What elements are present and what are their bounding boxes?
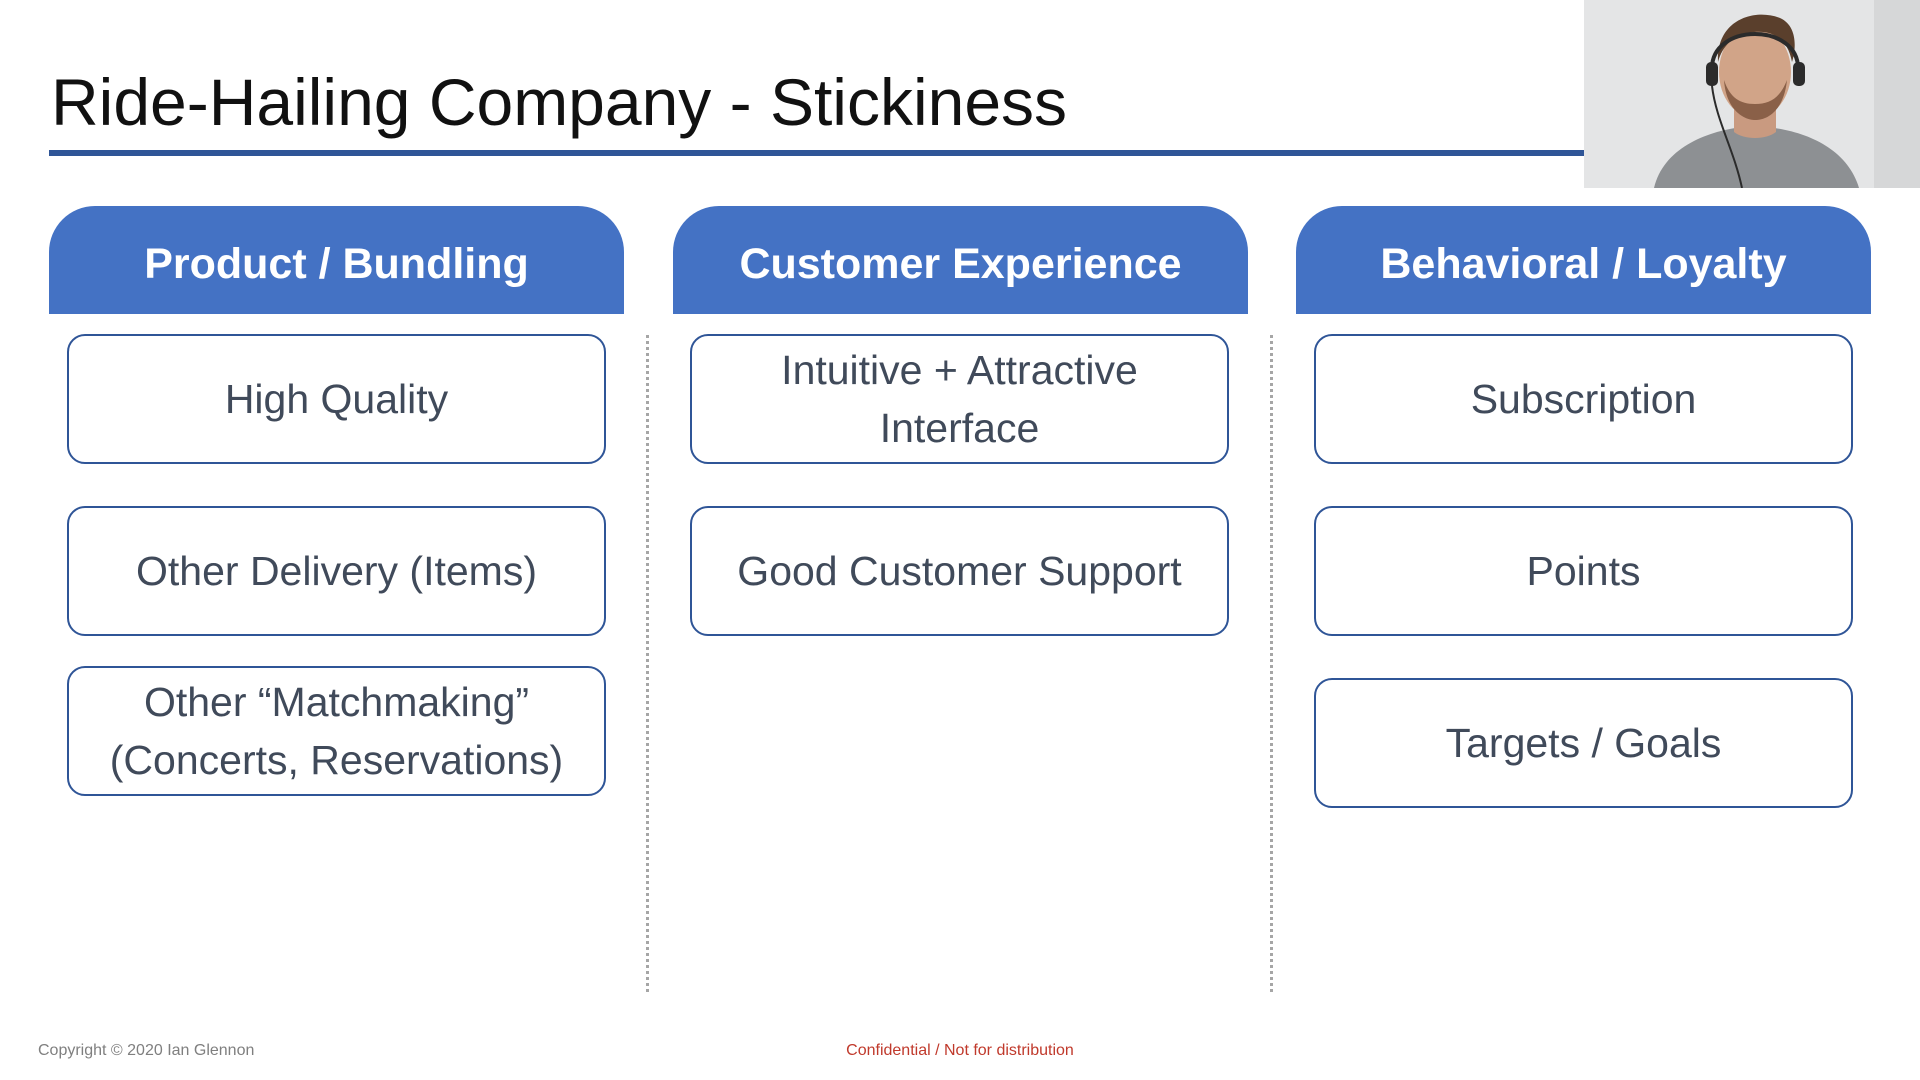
card-other-matchmaking: Other “Matchmaking” (Concerts, Reservati… xyxy=(67,666,606,796)
presenter-webcam[interactable] xyxy=(1584,0,1920,188)
slide-title: Ride-Hailing Company - Stickiness xyxy=(51,65,1068,139)
column-divider xyxy=(1270,335,1273,992)
card-subscription: Subscription xyxy=(1314,334,1853,464)
confidential-footer: Confidential / Not for distribution xyxy=(846,1042,1074,1059)
column-header-product-bundling: Product / Bundling xyxy=(49,206,624,314)
column-header-customer-experience: Customer Experience xyxy=(673,206,1248,314)
card-points: Points xyxy=(1314,506,1853,636)
card-targets-goals: Targets / Goals xyxy=(1314,678,1853,808)
column-divider xyxy=(646,335,649,992)
card-customer-support: Good Customer Support xyxy=(690,506,1229,636)
copyright-footer: Copyright © 2020 Ian Glennon xyxy=(38,1042,255,1059)
title-underline xyxy=(49,150,1584,156)
presenter-video-icon xyxy=(1584,0,1920,188)
card-other-delivery: Other Delivery (Items) xyxy=(67,506,606,636)
column-header-behavioral-loyalty: Behavioral / Loyalty xyxy=(1296,206,1871,314)
card-intuitive-interface: Intuitive + Attractive Interface xyxy=(690,334,1229,464)
card-high-quality: High Quality xyxy=(67,334,606,464)
